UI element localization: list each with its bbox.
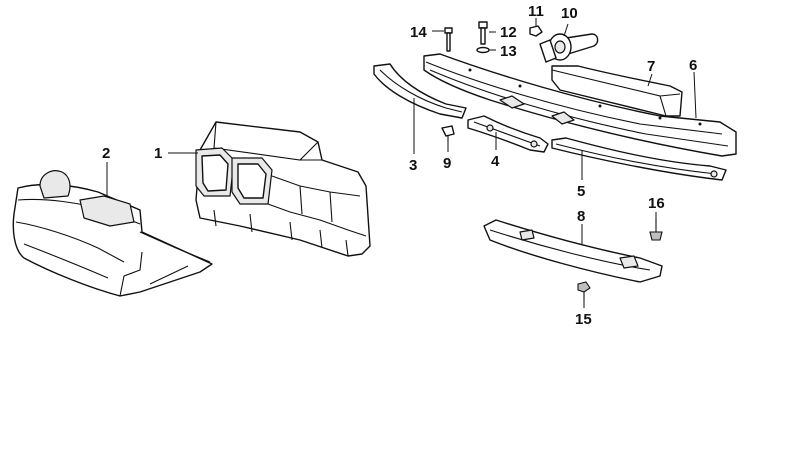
callout-7: 7 <box>647 58 655 75</box>
callout-15: 15 <box>575 311 592 328</box>
part-1-air-duct <box>195 121 371 257</box>
callout-3: 3 <box>409 157 417 174</box>
part-5-lower-strip <box>551 137 727 181</box>
part-13-washer <box>476 46 490 54</box>
callout-1: 1 <box>154 145 162 162</box>
part-10-absorber <box>539 33 599 63</box>
callout-16: 16 <box>648 195 665 212</box>
callout-2: 2 <box>102 145 110 162</box>
callout-11: 11 <box>528 3 544 20</box>
callout-5: 5 <box>577 183 585 200</box>
part-7-bracket <box>551 65 683 117</box>
part-14-screw <box>444 27 453 52</box>
part-8-lower-support <box>483 219 663 283</box>
part-16-screw <box>649 218 663 241</box>
callout-9: 9 <box>443 155 451 172</box>
callout-12: 12 <box>500 24 517 41</box>
part-12-bolt <box>478 21 488 45</box>
part-6-bumper-carrier <box>423 53 737 157</box>
part-2-front-apron <box>12 170 213 297</box>
callout-6: 6 <box>689 57 697 74</box>
callout-13: 13 <box>500 43 517 60</box>
leader-lines <box>106 18 697 308</box>
part-3-support-strip <box>373 63 467 119</box>
part-4-bracket-strip <box>467 115 549 153</box>
part-11-nut <box>529 25 543 37</box>
callout-4: 4 <box>491 153 500 170</box>
callout-10: 10 <box>561 5 578 22</box>
part-9-clip <box>441 125 455 142</box>
part-15-screw <box>577 281 591 300</box>
callout-14: 14 <box>410 24 427 41</box>
callout-8: 8 <box>577 208 585 225</box>
